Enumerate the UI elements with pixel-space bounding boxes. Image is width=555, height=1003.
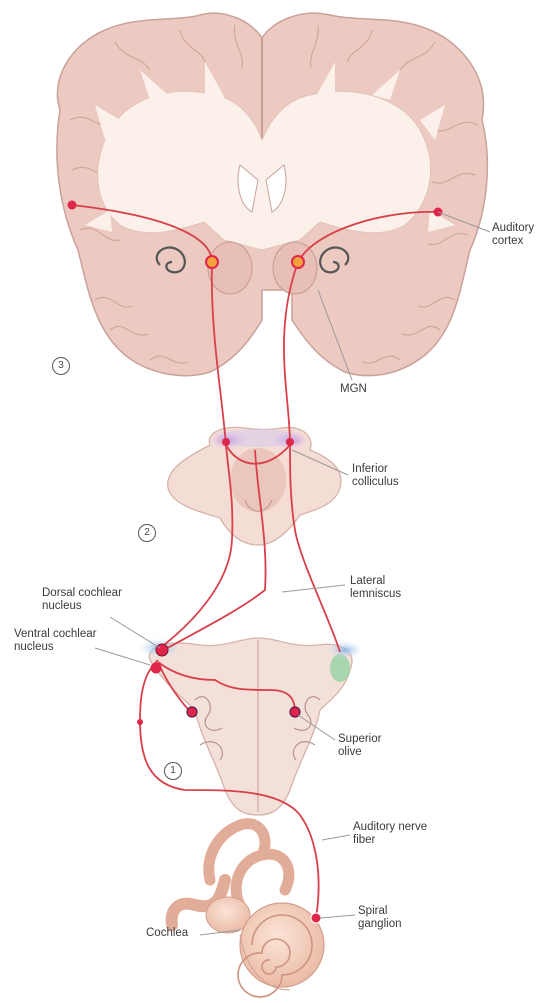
mgn-left-node	[206, 256, 218, 268]
label-spiral-ganglion: Spiral ganglion	[358, 905, 401, 931]
level-marker-1: 1	[164, 762, 182, 780]
level-marker-2: 2	[138, 524, 156, 542]
label-lateral-lemniscus: Lateral lemniscus	[350, 575, 401, 601]
brainstem-section	[138, 638, 363, 815]
superior-olive-left-node	[187, 707, 197, 717]
label-inferior-colliculus: Inferior colliculus	[352, 463, 399, 489]
label-auditory-nerve-fiber: Auditory nerve fiber	[353, 821, 427, 847]
spiral-ganglion-node	[311, 913, 321, 923]
label-mgn: MGN	[340, 383, 367, 396]
auditory-cortex-left-node	[68, 201, 77, 210]
label-auditory-cortex: Auditory cortex	[492, 222, 534, 248]
dorsal-cochlear-nucleus-node	[156, 644, 168, 656]
inner-ear-cochlea	[172, 824, 324, 997]
label-ventral-cochlear-nucleus: Ventral cochlear nucleus	[14, 628, 96, 654]
inferior-colliculus-right-node	[286, 438, 294, 446]
mgn-right-node	[292, 256, 304, 268]
ventral-cochlear-nucleus-node	[151, 663, 162, 674]
inferior-colliculus-left-node	[222, 438, 230, 446]
label-superior-olive: Superior olive	[338, 733, 381, 759]
level-marker-3: 3	[52, 357, 70, 375]
midbrain-section	[168, 427, 341, 545]
label-cochlea: Cochlea	[146, 927, 188, 940]
label-dorsal-cochlear-nucleus: Dorsal cochlear nucleus	[42, 587, 122, 613]
cerebrum-coronal-section	[57, 13, 487, 375]
